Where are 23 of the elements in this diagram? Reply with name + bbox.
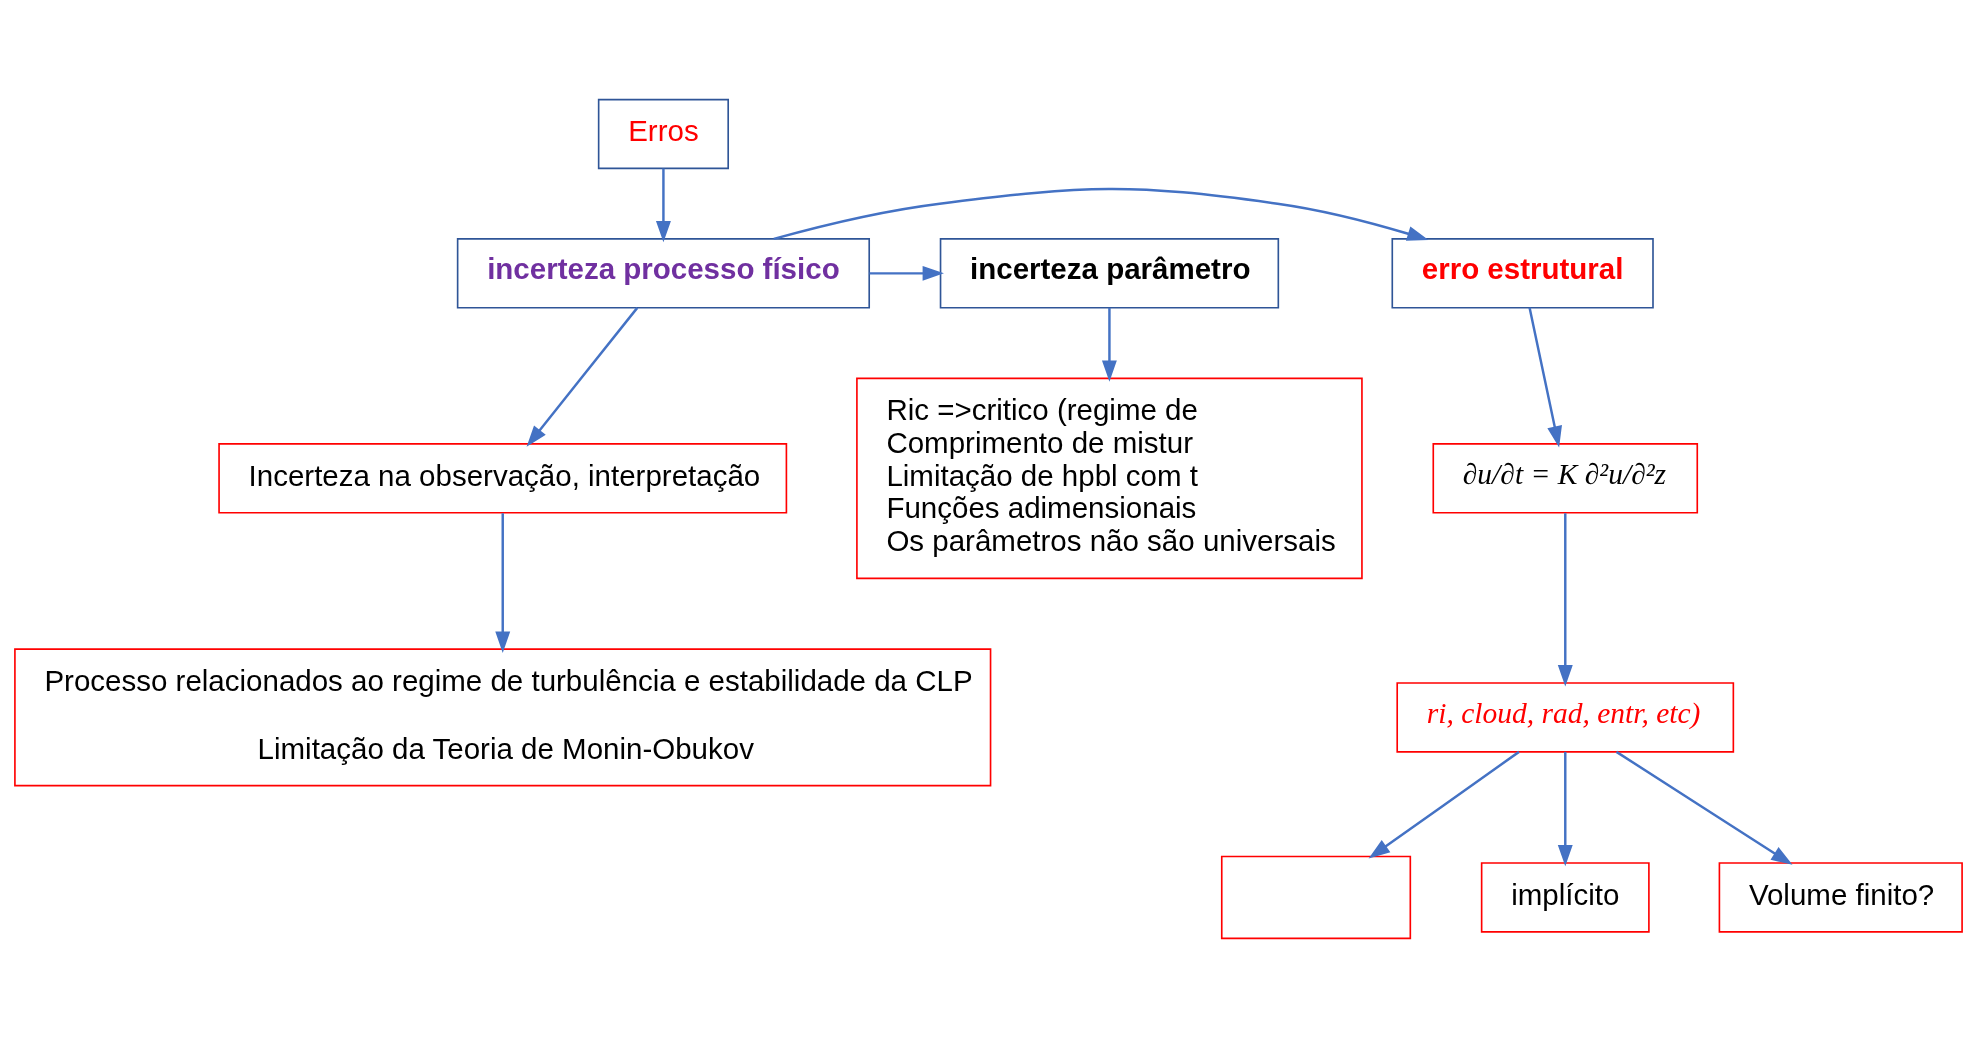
arrow	[869, 265, 944, 281]
arrow	[495, 512, 511, 653]
node-box: Erros	[597, 98, 729, 169]
arrow	[1557, 512, 1573, 686]
node-box: Ric =>critico (regime de Comprimento de mistur Limitação de hpbl com t Funções adimensionais Os parâmetros não são universais	[856, 377, 1363, 579]
node-box: Incerteza na observação, interpretação	[218, 442, 788, 514]
node-box: Volume finito?	[1718, 861, 1963, 933]
arrow	[1557, 751, 1573, 866]
node-box	[1220, 855, 1412, 939]
node-box: erro estrutural	[1391, 237, 1654, 309]
arrow	[655, 168, 671, 242]
arrow	[1615, 750, 1793, 865]
arrow	[1368, 750, 1520, 858]
node-box: ri, cloud, rad, entr, etc)	[1396, 681, 1735, 753]
node-box: implícito	[1480, 861, 1650, 933]
node-box: incerteza processo físico	[456, 237, 871, 309]
arrow	[773, 187, 1429, 241]
node-box: Processo relacionados ao regime de turbulência e estabilidade da CLP Limitação da Teoria de Monin-Obukov	[14, 647, 992, 786]
node-box: incerteza parâmetro	[939, 237, 1280, 309]
arrow	[1101, 307, 1117, 382]
arrow	[1528, 307, 1562, 447]
node-box: ∂u/∂t = K ∂²u/∂²z	[1432, 442, 1699, 514]
arrow	[526, 306, 639, 447]
